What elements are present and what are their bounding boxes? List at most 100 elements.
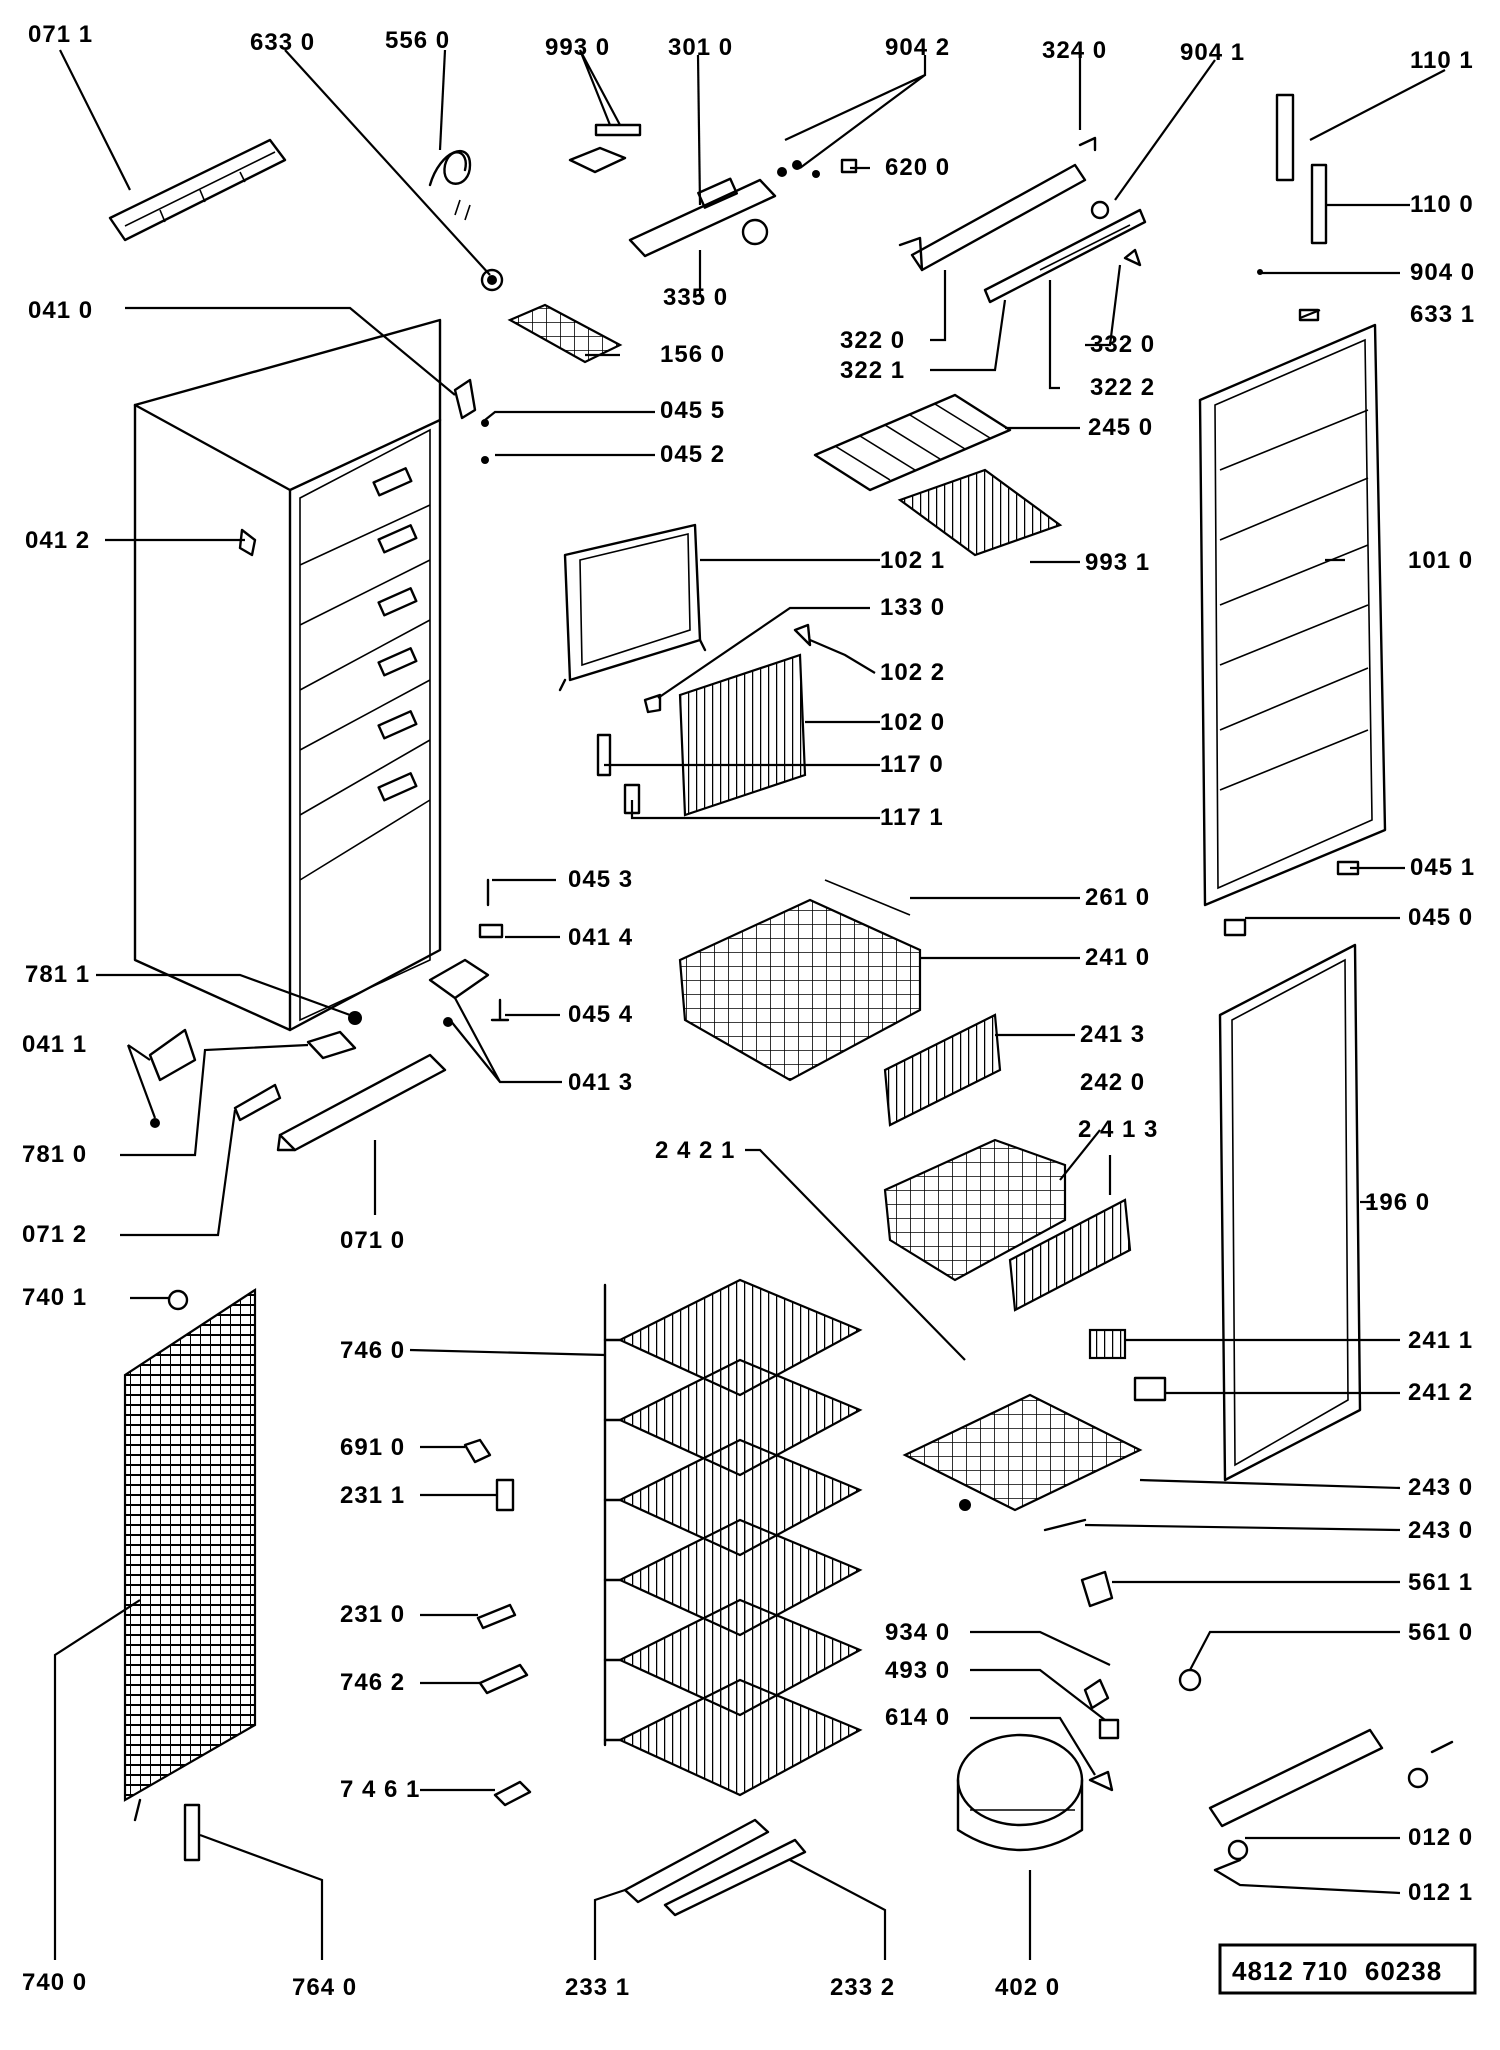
label-0453: 045 3: [568, 866, 633, 893]
label-2332: 233 2: [830, 1974, 895, 2001]
part-bottom-rails: [623, 1818, 807, 1917]
label-0454: 045 4: [568, 1001, 633, 1028]
label-2430a: 243 0: [1408, 1474, 1473, 1501]
label-0712: 071 2: [22, 1221, 87, 1248]
label-4930: 493 0: [885, 1657, 950, 1684]
label-0121: 012 1: [1408, 1879, 1473, 1906]
label-1960: 196 0: [1365, 1189, 1430, 1216]
part-ice-tray: [507, 303, 623, 364]
label-1101: 110 1: [1410, 47, 1474, 74]
label-6330: 633 0: [250, 29, 315, 56]
label-1010: 101 0: [1408, 547, 1473, 574]
label-2411: 241 1: [1408, 1327, 1473, 1354]
part-drip-tray: [902, 1393, 1143, 1532]
label-3222: 322 2: [1090, 374, 1155, 401]
label-7461: 7 4 6 1: [340, 1776, 420, 1803]
label-0412: 041 2: [25, 527, 90, 554]
label-9340: 934 0: [885, 1619, 950, 1646]
label-2413a: 241 3: [1080, 1021, 1145, 1048]
label-9931: 993 1: [1085, 549, 1150, 576]
label-0120: 012 0: [1408, 1824, 1473, 1851]
part-evaporator-frame: [558, 523, 707, 714]
label-2421: 2 4 2 1: [655, 1137, 735, 1164]
part-top-rail: [108, 138, 287, 242]
leader-lines: [53, 49, 1446, 1960]
label-0413: 041 3: [568, 1069, 633, 1096]
label-0710: 071 0: [340, 1227, 405, 1254]
part-long-bar: [898, 136, 1147, 304]
label-3221: 322 1: [840, 357, 905, 384]
label-7460: 746 0: [340, 1337, 405, 1364]
part-labels: 071 1 633 0 556 0 993 0 301 0 904 2 324 …: [22, 21, 1475, 2001]
part-door: [1198, 308, 1387, 937]
part-shelf-rack: [813, 393, 1063, 557]
label-2311: 231 1: [340, 1482, 405, 1509]
label-9042: 904 2: [885, 34, 950, 61]
part-basket-front-upper: [883, 1013, 1002, 1127]
label-1170: 117 0: [880, 751, 944, 778]
label-3220: 322 0: [840, 327, 905, 354]
label-0455: 045 5: [660, 397, 725, 424]
label-1100: 110 0: [1410, 191, 1474, 218]
label-3010: 301 0: [668, 34, 733, 61]
label-5610: 561 0: [1408, 1619, 1473, 1646]
label-6200: 620 0: [885, 154, 950, 181]
label-6140: 614 0: [885, 1704, 950, 1731]
label-2430b: 243 0: [1408, 1517, 1473, 1544]
part-spring: [428, 149, 472, 221]
label-0410: 041 0: [28, 297, 93, 324]
part-grille: [596, 623, 812, 817]
label-7640: 764 0: [292, 1974, 357, 2001]
label-7462: 746 2: [340, 1669, 405, 1696]
part-drawings: [108, 93, 1454, 1917]
label-2310: 231 0: [340, 1601, 405, 1628]
label-0414: 041 4: [568, 924, 633, 951]
label-9040: 904 0: [1410, 259, 1475, 286]
label-2410: 241 0: [1085, 944, 1150, 971]
label-3350: 335 0: [663, 284, 728, 311]
label-7810: 781 0: [22, 1141, 87, 1168]
label-9930: 993 0: [545, 34, 610, 61]
reference-code-box: 4812 710 60238: [1218, 1943, 1477, 1995]
label-2413b: 2 4 1 3: [1078, 1116, 1158, 1143]
part-evaporator-plates: [603, 1278, 863, 1797]
label-3320: 332 0: [1090, 331, 1155, 358]
label-1021: 102 1: [880, 547, 945, 574]
label-2412: 241 2: [1408, 1379, 1473, 1406]
part-small-clips: [1088, 1328, 1167, 1402]
part-condenser: [123, 1287, 257, 1862]
label-4020: 402 0: [995, 1974, 1060, 2001]
label-9041: 904 1: [1180, 39, 1245, 66]
label-0411: 041 1: [22, 1031, 87, 1058]
part-bottom-hinge: [428, 878, 510, 1027]
part-compressor: [956, 1499, 1120, 1852]
part-control-bar: [628, 158, 858, 258]
label-2450: 245 0: [1088, 414, 1153, 441]
label-7811: 781 1: [25, 961, 90, 988]
label-3240: 324 0: [1042, 37, 1107, 64]
label-6331: 633 1: [1410, 301, 1475, 328]
part-top-hinge-bracket: [453, 378, 489, 464]
label-5611: 561 1: [1408, 1569, 1473, 1596]
part-lower-basket: [883, 1138, 1067, 1282]
part-door-gasket: [1218, 943, 1362, 1482]
part-basket-front-lower: [1008, 1198, 1132, 1312]
label-5560: 556 0: [385, 27, 450, 54]
label-0451: 045 1: [1410, 854, 1475, 881]
reference-code: 4812 710 60238: [1232, 1956, 1442, 1986]
label-0452: 045 2: [660, 441, 725, 468]
label-0711: 071 1: [28, 21, 93, 48]
label-6910: 691 0: [340, 1434, 405, 1461]
label-2420: 242 0: [1080, 1069, 1145, 1096]
part-lower-hardware: [148, 1028, 447, 1152]
label-1020: 102 0: [880, 709, 945, 736]
label-7400: 740 0: [22, 1969, 87, 1996]
part-cabinet: [133, 318, 442, 1032]
label-2610: 261 0: [1085, 884, 1150, 911]
part-upper-basket: [678, 879, 922, 1082]
label-1560: 156 0: [660, 341, 725, 368]
label-1330: 133 0: [880, 594, 945, 621]
label-1022: 102 2: [880, 659, 945, 686]
label-0450: 045 0: [1408, 904, 1473, 931]
